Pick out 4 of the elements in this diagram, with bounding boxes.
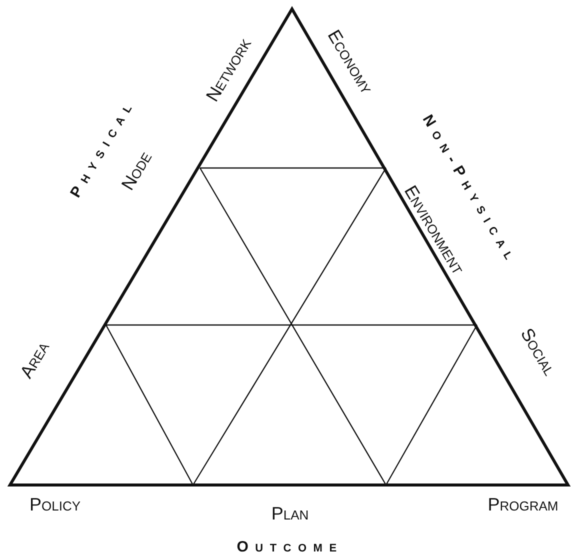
side-label: Plan bbox=[271, 504, 309, 524]
side-label: Program bbox=[488, 494, 558, 516]
side-label: Outcome bbox=[236, 538, 344, 556]
side-label: Policy bbox=[29, 494, 81, 516]
